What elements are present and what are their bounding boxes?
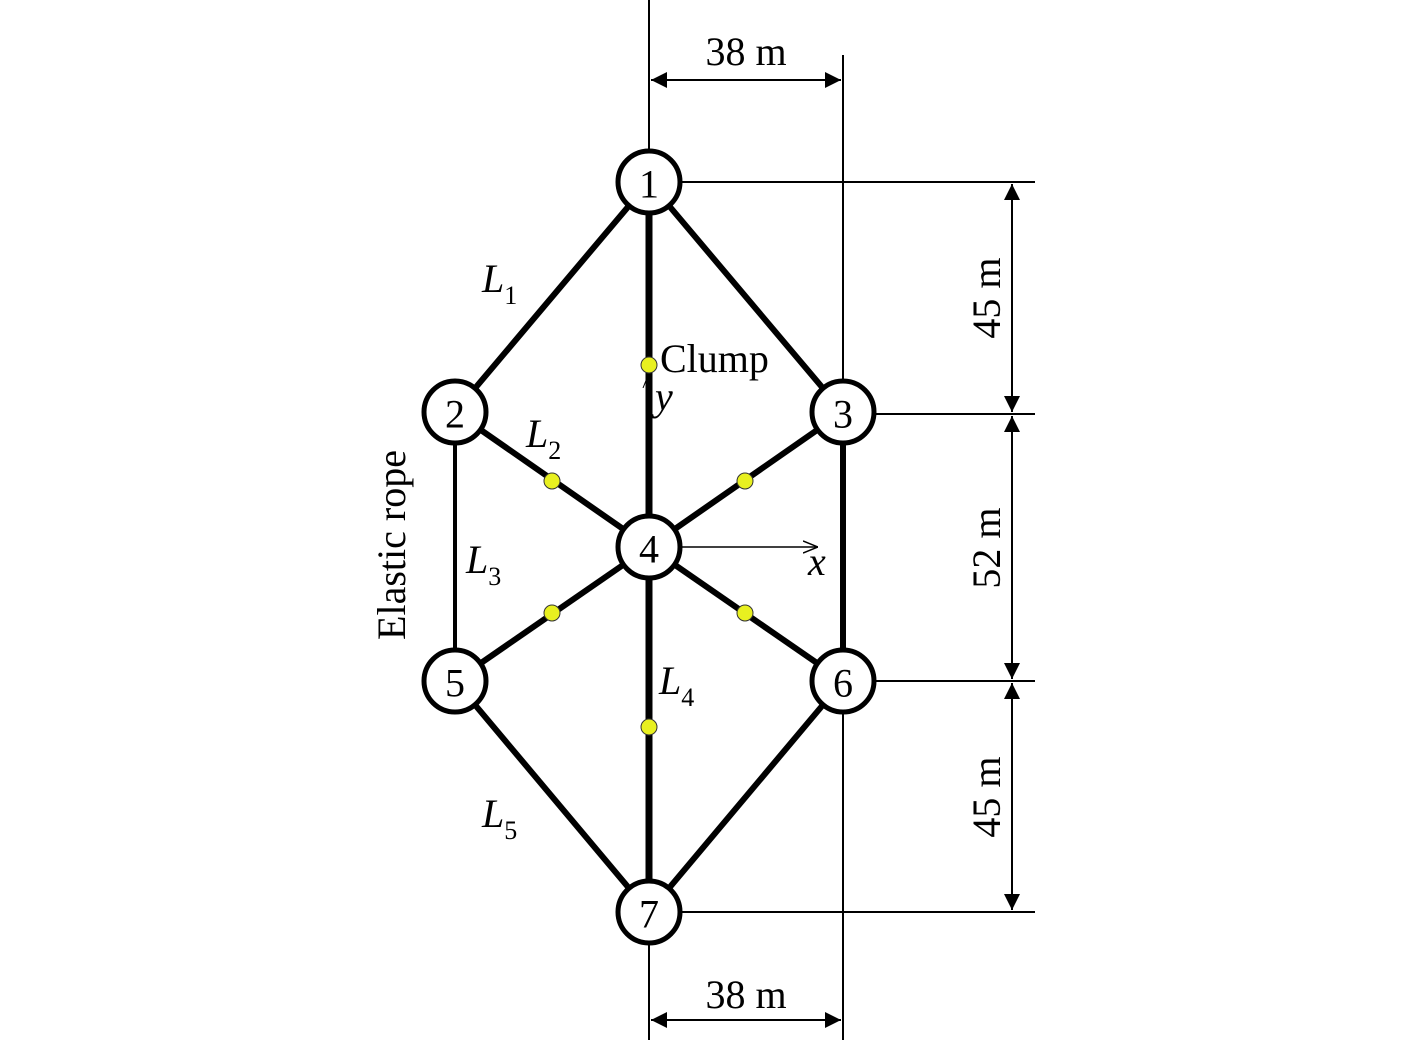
rope-label-l1: L1 <box>481 256 517 310</box>
svg-text:3: 3 <box>833 392 853 437</box>
rope-label-l3: L3 <box>465 537 501 591</box>
node-6: 6 <box>809 647 877 715</box>
clump-marker <box>640 718 658 736</box>
clump-marker <box>640 356 658 374</box>
svg-text:2: 2 <box>445 392 465 437</box>
rope-label-l5: L5 <box>481 791 517 845</box>
svg-text:5: 5 <box>445 661 465 706</box>
rope-1-3 <box>646 180 846 414</box>
clump-marker <box>543 604 561 622</box>
rope-label-l2: L2 <box>525 411 561 465</box>
svg-text:6: 6 <box>833 661 853 706</box>
y-axis-label: y <box>651 374 673 419</box>
bottom-width-label: 38 m <box>705 972 786 1017</box>
clump-marker <box>543 472 561 490</box>
elastic-rope-label: Elastic rope <box>369 450 414 640</box>
rope-6-7 <box>646 679 846 914</box>
clump-marker <box>736 472 754 490</box>
node-2: 2 <box>421 378 489 446</box>
middle-height-label: 52 m <box>964 507 1009 588</box>
upper-height-label: 45 m <box>964 257 1009 338</box>
rope-label-l4: L4 <box>658 658 694 712</box>
x-axis-label: x <box>807 539 826 584</box>
clump-label: Clump <box>660 336 769 381</box>
rope-5-7 <box>452 679 652 914</box>
node-4: 4 <box>615 513 683 581</box>
svg-text:1: 1 <box>639 162 659 207</box>
node-3: 3 <box>809 378 877 446</box>
clump-marker <box>736 604 754 622</box>
lower-height-label: 45 m <box>964 756 1009 837</box>
node-1: 1 <box>615 148 683 216</box>
svg-text:4: 4 <box>639 527 659 572</box>
rope-1-2 <box>452 180 652 414</box>
svg-text:7: 7 <box>639 892 659 937</box>
node-7: 7 <box>615 878 683 946</box>
node-5: 5 <box>421 647 489 715</box>
top-width-label: 38 m <box>705 29 786 74</box>
clumps <box>543 356 754 736</box>
